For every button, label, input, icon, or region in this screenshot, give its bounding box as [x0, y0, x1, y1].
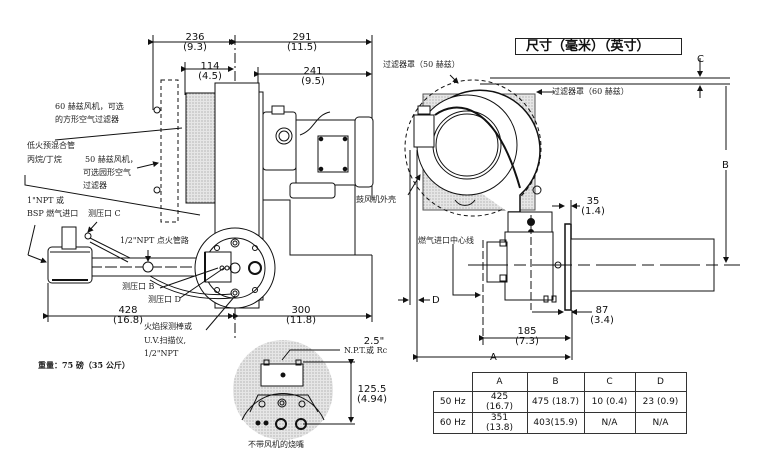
table-cell: 50 Hz: [433, 391, 473, 413]
label-filter-cover-50hz: 过滤器罩（50 赫兹）: [383, 60, 460, 69]
label-port-b: 测压口 B: [122, 282, 155, 291]
label-gas-inlet-1: 1"NPT 或: [27, 196, 65, 205]
dimensions-title: 尺寸（毫米）（英寸）: [515, 38, 682, 55]
table-cell: 403(15.9): [526, 412, 585, 434]
table-cell: 475 (18.7): [526, 391, 585, 413]
label-filter-60hz-1: 60 赫兹风机，可选: [55, 102, 124, 111]
label-pilot-line: 1/2"NPT 点火管路: [120, 236, 189, 245]
table-header-cell: A: [471, 372, 528, 392]
table-cell: 425 (16.7): [471, 391, 528, 413]
table-cell: 23 (0.9): [634, 391, 687, 413]
dim-241: 241(9.5): [301, 66, 325, 87]
dim-125-5: 125.5(4.94): [356, 384, 388, 405]
side-view: [24, 35, 374, 340]
label-port-d: 测压口 D: [148, 295, 181, 304]
label-premix-1: 低火预混合管: [27, 141, 75, 150]
dim-236: 236(9.3): [183, 32, 207, 53]
dim-291: 291(11.5): [286, 32, 318, 53]
dim-87: 87(3.4): [590, 305, 614, 326]
dim-35: 35(1.4): [581, 196, 605, 217]
detail-view: [233, 340, 355, 440]
table-cell: 10 (0.4): [583, 391, 636, 413]
label-filter-cover-60hz: 过滤器罩（60 赫兹）: [552, 87, 629, 96]
table-cell: N/A: [634, 412, 687, 434]
dim-114: 114(4.5): [198, 61, 222, 82]
table-cell: N/A: [583, 412, 636, 434]
table-cell: 60 Hz: [433, 412, 473, 434]
front-view: [398, 58, 740, 362]
label-filter-50hz-3: 过滤器: [83, 181, 107, 190]
table-header-row: A B C D: [433, 372, 687, 392]
letter-b: B: [722, 160, 729, 171]
letter-c: C: [697, 54, 704, 65]
table-header-cell: [433, 372, 473, 392]
table-row: 50 Hz 425 (16.7) 475 (18.7) 10 (0.4) 23 …: [433, 391, 687, 413]
dimension-table: A B C D 50 Hz 425 (16.7) 475 (18.7) 10 (…: [433, 372, 687, 434]
table-cell: 351 (13.8): [471, 412, 528, 434]
dim-185: 185(7.3): [515, 326, 539, 347]
label-filter-60hz-2: 的方形空气过滤器: [55, 115, 119, 124]
table-row: 60 Hz 351 (13.8) 403(15.9) N/A N/A: [433, 412, 687, 434]
label-premix-2: 丙烷/丁烷: [27, 155, 62, 164]
letter-d: D: [432, 295, 440, 306]
label-port-c: 测压口 C: [88, 209, 121, 218]
label-flame-rod-2: U.V.扫描仪,: [144, 336, 187, 345]
dim-300: 300(11.8): [285, 305, 317, 326]
label-flame-rod-1: 火焰探测棒或: [144, 322, 192, 331]
label-gas-inlet-centerline: 燃气进口中心线: [418, 236, 474, 245]
table-header-cell: B: [526, 372, 585, 392]
dim-428: 428(16.8): [112, 305, 144, 326]
label-burner-no-blower: 不带风机的烧嘴: [248, 440, 304, 449]
label-filter-50hz-1: 50 赫兹风机，: [85, 155, 138, 164]
label-filter-50hz-2: 可选园形空气: [83, 168, 131, 177]
label-flame-rod-3: 1/2"NPT: [144, 349, 179, 358]
dim-thread-2-5: 2.5": [363, 336, 385, 347]
label-blower-housing: 鼓风机外壳: [356, 195, 396, 204]
table-header-cell: C: [583, 372, 636, 392]
weight-label: 重量：75 磅（35 公斤）: [38, 360, 130, 370]
label-gas-inlet-2: BSP 燃气进口: [27, 209, 79, 218]
table-header-cell: D: [634, 372, 687, 392]
label-npt-or-rc: N.P.T.或 Rc: [344, 346, 388, 355]
letter-a: A: [490, 352, 497, 363]
